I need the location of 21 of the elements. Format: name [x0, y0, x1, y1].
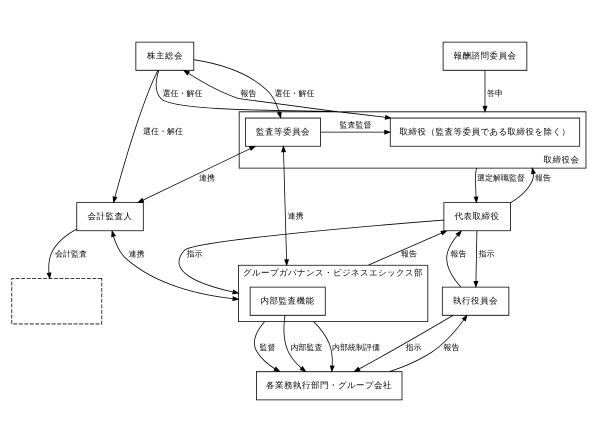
edge-label: 会計監査 [54, 249, 87, 258]
edge-label: 答申 [487, 88, 504, 98]
edge-label: 内部統制評価 [332, 342, 380, 352]
edge-label: 指示 [186, 249, 203, 258]
edge-label: 選定解職監督 [477, 173, 526, 182]
edge-label: 指示 [406, 342, 422, 352]
edge-label: 報告 [401, 249, 418, 258]
edge-label: 指示 [478, 249, 495, 258]
edge-label: 監督 [259, 342, 276, 352]
edge-label: 連携 [199, 173, 216, 182]
edge-label: 連携 [288, 211, 304, 220]
edge-label: 報告 [443, 342, 460, 352]
edge-label: 選任・解任 [274, 88, 314, 98]
edge-label: 報告 [450, 249, 466, 258]
edge-label: 連携 [128, 249, 145, 258]
edge-label: 監査監督 [339, 120, 372, 129]
edge-label: 報告 [240, 88, 257, 98]
edge-label: 内部監査 [290, 342, 322, 352]
edge-label: 選任・解任 [162, 88, 202, 98]
edge-label: 報告 [534, 173, 551, 182]
edge-label: 選任・解任 [142, 126, 183, 136]
